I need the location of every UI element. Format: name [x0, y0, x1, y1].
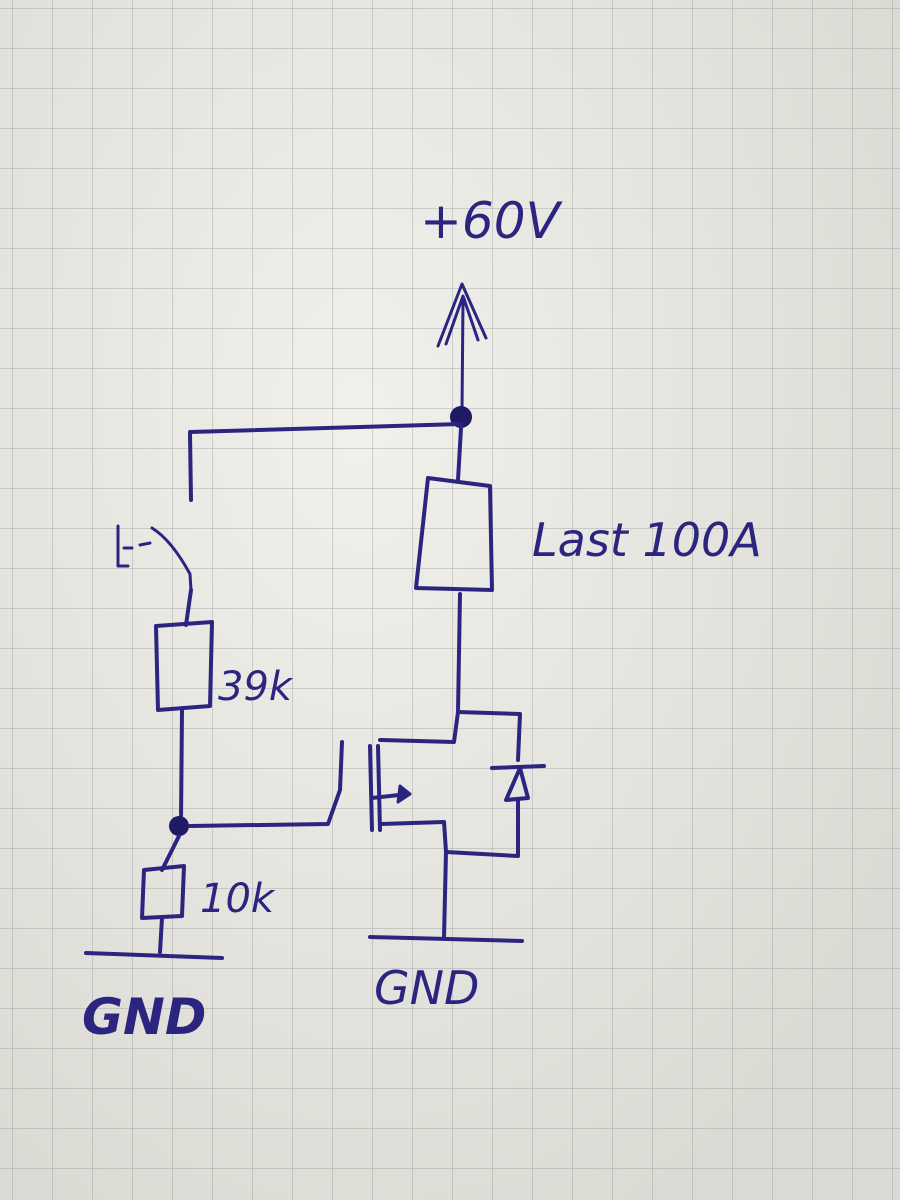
resistor-10k-body — [140, 864, 186, 920]
r-bottom-label: 10k — [200, 876, 276, 922]
wire-node-to-r10k — [160, 834, 181, 872]
gnd-left-bar — [84, 951, 224, 960]
wire-gate — [188, 740, 344, 828]
wire-r39k-to-node — [179, 708, 184, 822]
wire-load-to-mosfet — [456, 592, 462, 714]
gnd-right-label: GND — [374, 961, 479, 1015]
load-label: Last 100A — [532, 513, 762, 567]
wire-mosfet-to-gnd — [442, 850, 448, 940]
gnd-right-bar — [368, 935, 524, 943]
r-top-label: 39k — [218, 664, 294, 710]
resistor-39k-body — [154, 620, 214, 712]
mosfet-symbol — [368, 710, 546, 858]
switch-symbol — [116, 524, 193, 592]
wire-left-down — [188, 432, 193, 502]
load-body — [414, 476, 494, 592]
gnd-left-label: GND — [82, 988, 206, 1046]
supply-label: +60V — [420, 192, 564, 250]
wire-r10k-to-gnd — [158, 916, 164, 954]
wire-top-rail — [188, 422, 463, 438]
junction-gate — [169, 816, 189, 836]
wire-switch-to-r39k — [184, 588, 193, 627]
supply-arrow — [436, 282, 488, 414]
wire-junction-to-load — [456, 426, 463, 482]
